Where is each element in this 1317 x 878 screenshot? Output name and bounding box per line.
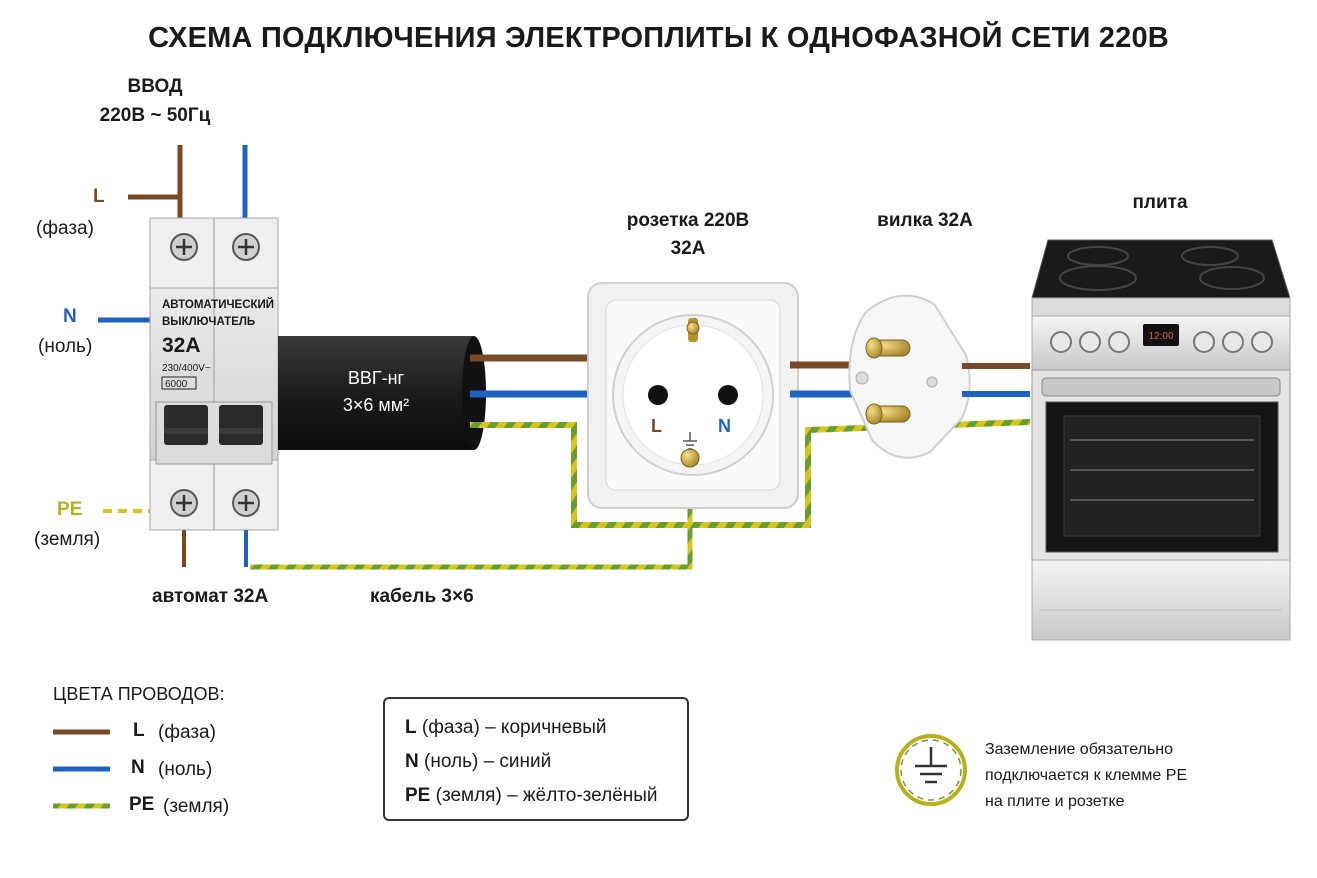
wire-color-legend-box: L (фаза) – коричневый N (ноль) – синий P… [383, 697, 689, 821]
legend-n-name: (ноль) [158, 759, 213, 780]
legend-l-code: L [133, 720, 145, 741]
n-code-label: N [63, 306, 77, 327]
ground-icon [895, 734, 967, 806]
plug-32a [848, 294, 971, 459]
input-voltage: 220В ~ 50Гц [99, 105, 211, 126]
stove-caption: плита [1132, 192, 1188, 213]
ground-note-3: на плите и розетке [985, 793, 1125, 810]
input-label: ВВОД [127, 76, 183, 97]
breaker-code: 6000 [165, 379, 188, 390]
breaker-text-1: АВТОМАТИЧЕСКИЙ [162, 298, 274, 311]
pe-code-label: PE [57, 499, 83, 520]
screw-icon [170, 233, 260, 517]
ground-symbol-icon [683, 432, 697, 450]
legend-box-row-pe: PE (земля) – жёлто-зелёный [405, 785, 658, 807]
socket-n-label: N [718, 416, 731, 436]
breaker-caption: автомат 32А [152, 586, 269, 607]
page-title: СХЕМА ПОДКЛЮЧЕНИЯ ЭЛЕКТРОПЛИТЫ К ОДНОФАЗ… [148, 22, 1169, 54]
l-code-label: L [93, 186, 105, 207]
stove-display: 12:00 [1148, 331, 1173, 342]
ground-note-2: подключается к клемме PE [985, 767, 1188, 784]
socket-caption-1: розетка 220В [626, 210, 750, 231]
pe-wire-to-socket [470, 419, 1031, 528]
plug-caption: вилка 32А [877, 210, 973, 231]
pe-name-label: (земля) [34, 529, 101, 550]
breaker-rating: 32А [162, 334, 201, 357]
socket-caption-2: 32А [670, 238, 706, 259]
vvg-cable: ВВГ-нг 3×6 мм² [278, 336, 486, 450]
legend-box-row-n: N (ноль) – синий [405, 751, 551, 773]
legend-pe-name: (земля) [163, 796, 230, 817]
legend-box-l-code: L [405, 717, 417, 738]
l-name-label: (фаза) [36, 218, 94, 239]
n-name-label: (ноль) [38, 336, 93, 357]
socket-l-label: L [651, 416, 662, 436]
electric-stove: 12:00 [1031, 239, 1291, 641]
cable-caption: кабель 3×6 [370, 586, 474, 607]
cable-spec: 3×6 мм² [343, 395, 409, 415]
power-socket: L N [587, 282, 799, 509]
breaker-text-2: ВЫКЛЮЧАТЕЛЬ [162, 316, 255, 328]
legend-title: ЦВЕТА ПРОВОДОВ: [53, 684, 225, 704]
stove-knobs [1050, 331, 1273, 353]
legend-box-n-code: N [405, 751, 419, 772]
legend-n-code: N [131, 757, 145, 778]
legend-l-name: (фаза) [158, 722, 216, 743]
ground-note-1: Заземление обязательно [985, 741, 1173, 758]
legend-box-pe-code: PE [405, 785, 431, 806]
circuit-breaker: АВТОМАТИЧЕСКИЙ ВЫКЛЮЧАТЕЛЬ 32А 230/400V~… [149, 217, 279, 531]
legend-pe-code: PE [129, 794, 155, 815]
legend-box-row-l: L (фаза) – коричневый [405, 717, 607, 739]
breaker-voltage: 230/400V~ [162, 363, 211, 374]
legend-box-n-text: (ноль) – синий [424, 751, 552, 772]
legend-box-pe-text: (земля) – жёлто-зелёный [435, 785, 658, 806]
cable-name: ВВГ-нг [348, 368, 405, 388]
legend-box-l-text: (фаза) – коричневый [421, 717, 607, 738]
